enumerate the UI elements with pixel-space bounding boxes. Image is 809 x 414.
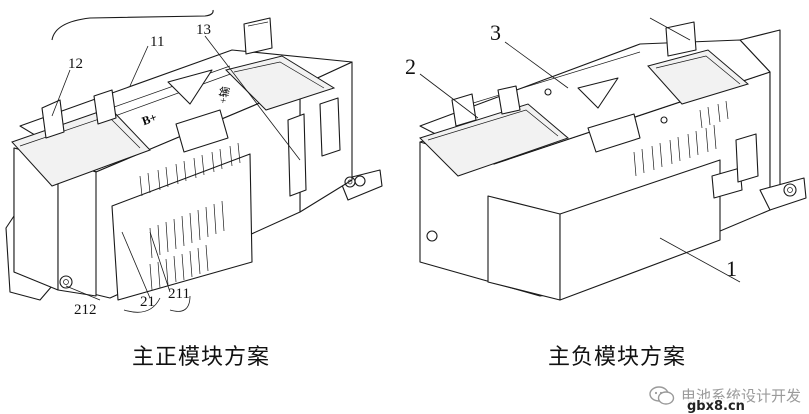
- negative-module-drawing: 2 3 1: [405, 17, 807, 301]
- watermark: 电池系统设计开发 gbx8.cn: [649, 385, 801, 414]
- callout-211: 211: [168, 286, 190, 302]
- callout-212: 212: [74, 302, 97, 318]
- callout-21: 21: [140, 294, 155, 310]
- watermark-site: gbx8.cn: [684, 399, 747, 414]
- positive-module-drawing: B+ +输 12 11 13 212 21 211: [5, 9, 383, 318]
- pos-mark-label: B+: [140, 110, 159, 128]
- caption-positive-module: 主正模块方案: [132, 345, 271, 370]
- callout-13: 13: [196, 22, 211, 38]
- callout-12: 12: [68, 56, 83, 72]
- callout-11: 11: [150, 34, 164, 50]
- neg-mark-label: +输: [215, 85, 232, 104]
- wechat-icon: [649, 385, 675, 405]
- callout-2: 2: [405, 54, 416, 79]
- caption-negative-module: 主负模块方案: [548, 345, 687, 370]
- callout-1: 1: [726, 256, 737, 281]
- callout-3: 3: [490, 20, 501, 45]
